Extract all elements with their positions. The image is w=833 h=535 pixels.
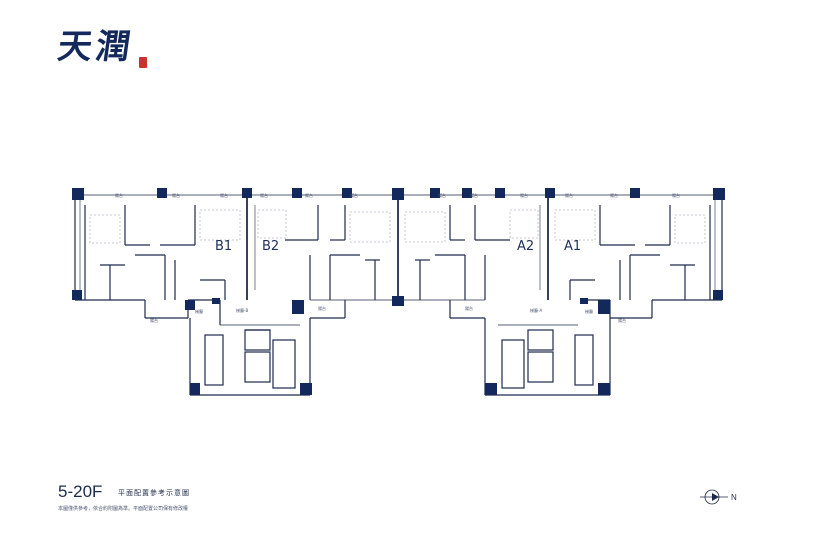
floor-plan-subtitle: 平面配置參考示意圖 bbox=[118, 489, 190, 497]
svg-text:陽台: 陽台 bbox=[520, 192, 528, 198]
compass-icon bbox=[700, 489, 728, 505]
disclaimer-note: 本圖僅供參考，依合約附圖為準。平面配置公司保有修改權 bbox=[58, 506, 189, 512]
unit-label-a1: A1 bbox=[564, 239, 582, 254]
svg-text:陽台: 陽台 bbox=[220, 192, 228, 198]
svg-text:陽台: 陽台 bbox=[465, 305, 473, 311]
unit-label-a2: A2 bbox=[517, 239, 535, 254]
svg-text:陽台: 陽台 bbox=[350, 192, 358, 198]
svg-text:梯廳-A: 梯廳-A bbox=[530, 307, 542, 313]
svg-text:梯廳: 梯廳 bbox=[585, 308, 593, 314]
svg-text:梯廳: 梯廳 bbox=[195, 308, 203, 314]
svg-text:陽台: 陽台 bbox=[150, 317, 158, 323]
svg-text:陽台: 陽台 bbox=[260, 192, 268, 198]
red-seal-stamp bbox=[139, 57, 147, 68]
floor-range-title: 5-20F bbox=[58, 482, 103, 501]
svg-text:陽台: 陽台 bbox=[172, 192, 180, 198]
svg-text:陽台: 陽台 bbox=[115, 192, 123, 198]
svg-text:陽台: 陽台 bbox=[318, 305, 326, 311]
compass-north-label: N bbox=[731, 493, 737, 502]
svg-text:陽台: 陽台 bbox=[438, 192, 446, 198]
unit-label-b2: B2 bbox=[262, 239, 280, 254]
svg-text:梯廳-B: 梯廳-B bbox=[236, 307, 248, 313]
svg-text:陽台: 陽台 bbox=[470, 192, 478, 198]
unit-label-b1: B1 bbox=[215, 239, 233, 254]
svg-text:陽台: 陽台 bbox=[610, 192, 618, 198]
svg-text:陽台: 陽台 bbox=[618, 317, 626, 323]
svg-text:陽台: 陽台 bbox=[305, 192, 313, 198]
svg-text:陽台: 陽台 bbox=[565, 192, 573, 198]
svg-text:陽台: 陽台 bbox=[672, 192, 680, 198]
